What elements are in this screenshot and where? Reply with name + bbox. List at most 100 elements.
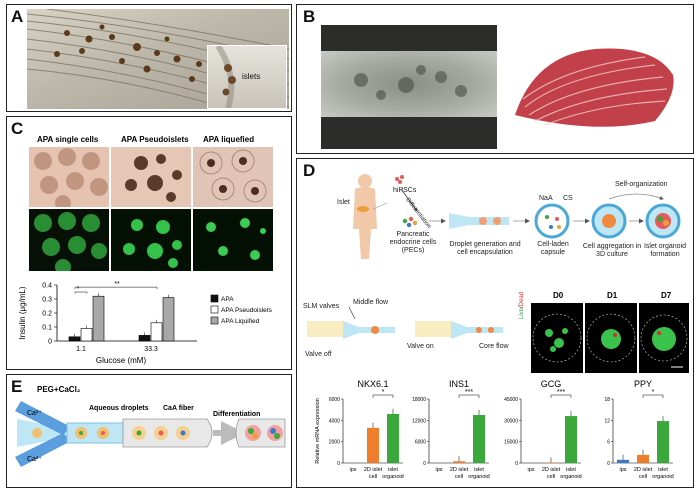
y-tick-label: 4000 [329,418,340,424]
droplet-device-icon [449,213,509,229]
x-tick-label: ips [349,467,356,473]
brightfield-single-cells [29,147,109,207]
panel-e: E PEG+CaCl₂ Ca²⁺ Ca²⁺ Aqueous droplets C… [6,374,292,488]
bar-apa-liquified [92,295,105,342]
bar-apa-liquified [162,297,175,342]
bar-islet-organoid [657,421,669,463]
x-tick-label: ips [619,467,626,473]
fluorescence-liquefied [193,209,273,271]
y-tick-label: 0 [515,461,518,467]
x-tick-label: 2D islet [450,467,469,473]
red-capsule-image [505,35,681,135]
naa-label: NaA [539,195,553,202]
self-org-label: Self-organization [615,181,668,188]
x-tick-label: islet [474,467,484,473]
live-dead-images: Live/Dead D0 D1 D7 [519,291,689,375]
timepoint-d0: D0 [553,291,564,300]
panel-e-label: E [11,377,23,396]
islet-label: Islet [337,199,350,206]
ca-bottom-label: Ca²⁺ [27,456,42,463]
legend-swatch [210,316,219,325]
droplet-cells [32,427,109,439]
slash-text: / [519,306,525,308]
slm-valves-label: SLM valves [303,303,340,310]
valve-off-icon [307,306,395,339]
bar-islet-organoid [565,416,577,463]
y-tick-label: 0.1 [42,325,52,332]
live-dead-micrographs [531,303,689,373]
bar-2d-islet-cell [545,462,557,463]
legend-label: APA Liquified [221,318,260,325]
sig-bracket [642,394,664,398]
capsule-cells [354,65,467,100]
fiber-lines [27,9,289,109]
sig-label: * [77,286,80,293]
x-tick-label: cell [547,474,555,480]
y-tick-label: 18000 [412,397,426,403]
y-tick-label: 0.4 [42,283,52,290]
y-tick-label: 6000 [329,397,340,403]
y-tick-label: 6 [607,440,610,446]
col-label-single-cells: APA single cells [37,135,99,144]
organoid-icon [645,203,681,239]
y-tick-label: 0.2 [42,311,52,318]
sig-bracket [372,394,394,398]
fluorescence-pseudoislets [111,209,191,271]
y-tick-label: 0 [337,461,340,467]
x-tick-label: ips [527,467,534,473]
col-label-pseudoislets: APA Pseudoislets [121,135,189,144]
y-tick-label: 12 [604,418,610,424]
ca-top-label: Ca²⁺ [27,410,42,417]
pec-cells-icon [402,216,418,228]
x-tick-label: cell [639,474,647,480]
x-tick-label: cell [455,474,463,480]
timepoint-d1: D1 [607,291,618,300]
panel-a: islets A [6,4,292,112]
panel-c: C APA single cells APA Pseudoislets APA … [6,116,292,370]
bar-apa [138,335,151,342]
dead-text: Dead [519,291,525,307]
x-tick-label: 1.1 [76,346,86,353]
y-tick-label: 45000 [504,397,518,403]
bar-2d-islet-cell [367,427,379,463]
hipsc-icon [395,175,404,184]
panel-d: D [296,158,694,488]
y-tick-label: 18 [604,397,610,403]
chart-title: GCG [541,379,562,389]
panel-a-label: A [11,7,24,26]
fiber-schematic [15,401,286,467]
inset-image [215,44,236,109]
sig-bracket [74,286,158,290]
bar-ips [617,459,629,463]
x-tick-label: organoid [560,474,581,480]
human-body-icon [353,174,377,259]
x-tick-label: islet [388,467,398,473]
valve-on-label: Valve on [407,343,434,350]
capsule-icon [534,203,570,239]
valve-schematic [307,306,503,339]
droplet-label: Droplet generation and cell encapsulatio… [449,241,521,256]
organoid-schematic [353,174,681,259]
x-tick-label: islet [658,467,668,473]
cs-label: CS [563,195,573,202]
aggregation-label: Cell aggregation in 3D culture [582,243,642,258]
y-tick-label: 0 [423,461,426,467]
core-flow-label: Core flow [479,343,509,350]
brightfield-liquefied [193,147,273,207]
legend-label: APA Pseudoislets [221,307,273,314]
sig-bracket [550,394,572,398]
legend-swatch [210,294,219,303]
y-tick-label: 30000 [504,418,518,424]
peg-label: PEG+CaCl₂ [37,385,81,394]
aggregation-icon [591,203,627,239]
x-tick-label: organoid [382,474,403,480]
y-tick-label: 0 [48,339,52,346]
live-dead-label: Live/Dead [519,292,525,319]
sig-bracket [458,394,480,398]
valve-on-icon [415,321,503,339]
y-tick-label: 0.3 [42,297,52,304]
x-tick-label: 33.3 [144,346,158,353]
sig-bracket [74,291,88,294]
y-tick-label: 0 [607,461,610,467]
